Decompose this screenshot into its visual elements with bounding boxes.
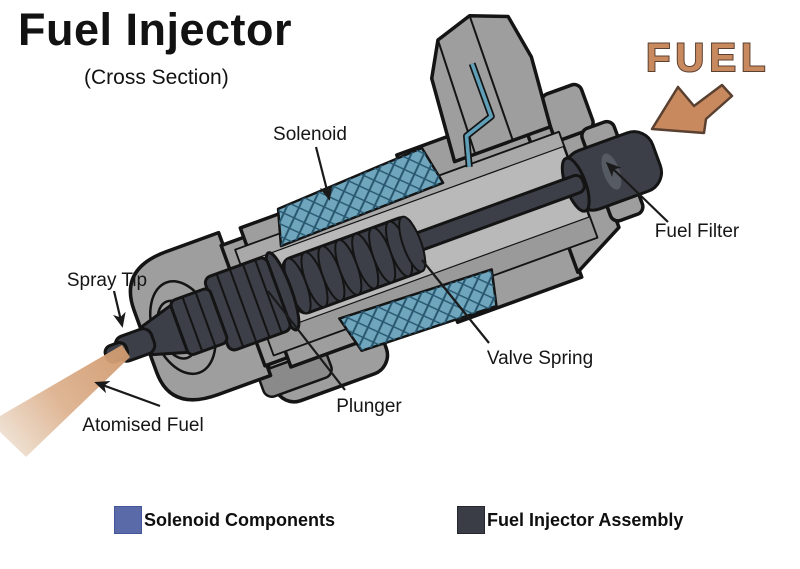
solenoid-wire — [463, 62, 495, 168]
legend-label: Fuel Injector Assembly — [487, 509, 684, 530]
plunger-pointer-line — [267, 290, 346, 391]
legend-item-fuel-injector-assembly: Fuel Injector Assembly — [457, 506, 683, 534]
valve-spring-label: Valve Spring — [487, 348, 593, 369]
page-subtitle: (Cross Section) — [84, 66, 229, 89]
plunger-label: Plunger — [336, 396, 402, 417]
solenoid-label: Solenoid — [273, 124, 347, 145]
legend-label: Solenoid Components — [144, 509, 335, 530]
fuel-flow-label: FUEL — [646, 36, 770, 80]
atomised-fuel-pointer-line — [94, 381, 161, 408]
fuel-filter-label: Fuel Filter — [655, 221, 740, 242]
connector-block — [429, 13, 553, 164]
spray-tip-pointer-line — [112, 290, 126, 328]
legend-item-solenoid-components: Solenoid Components — [114, 506, 335, 534]
fuel-flow-arrow — [650, 83, 734, 135]
solenoid-coil-upper — [276, 146, 445, 248]
solenoid-pointer-line — [314, 146, 333, 201]
solenoid-coil-lower — [338, 268, 498, 353]
valve-spring-coils — [283, 215, 427, 315]
solenoid-components-swatch — [114, 506, 142, 534]
fuel-injector-assembly-swatch — [457, 506, 485, 534]
page-title: Fuel Injector — [18, 4, 293, 55]
injector-assembly-dark — [103, 130, 663, 364]
spray-tip-label: Spray Tip — [67, 270, 147, 291]
legend: Solenoid Components Fuel Injector Assemb… — [0, 506, 800, 546]
atomised-fuel-label: Atomised Fuel — [82, 415, 203, 436]
atomised-fuel-spray — [0, 345, 130, 457]
valve-spring-pointer-line — [421, 259, 490, 344]
fuel-filter-pointer-line — [605, 161, 669, 223]
